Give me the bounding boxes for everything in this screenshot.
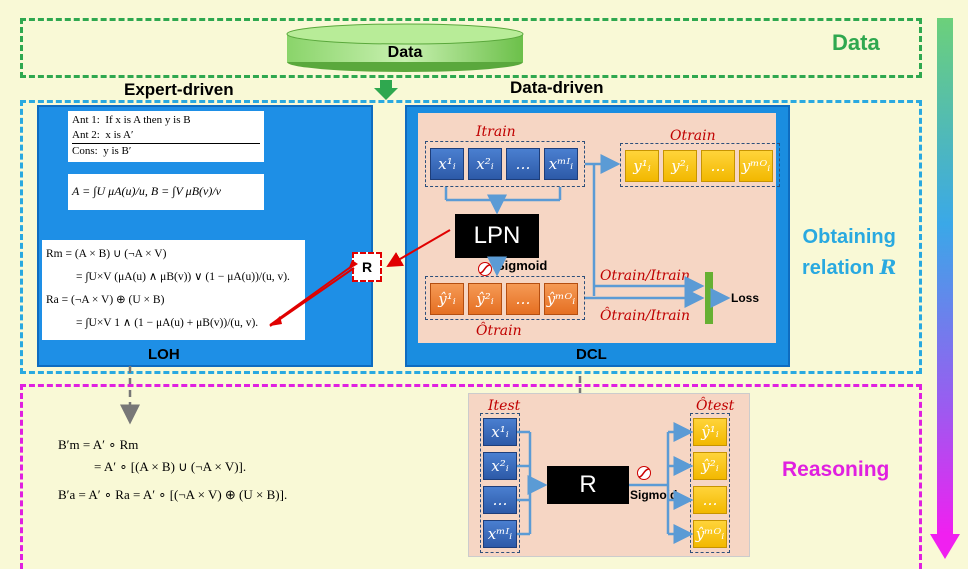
loh-label: LOH <box>148 346 180 363</box>
ohat-test-label: Ôtest <box>696 398 735 414</box>
i-test-label: Itest <box>488 398 521 414</box>
y-output-1: y¹ᵢ <box>625 150 659 182</box>
loss-bar <box>705 272 713 324</box>
yhat-group <box>425 276 585 320</box>
data-section-label: Data <box>832 30 880 55</box>
test-x-1: x¹ᵢ <box>483 418 517 446</box>
rule-ant2-value: x is A′ <box>105 129 134 141</box>
y-output-2: y²ᵢ <box>663 150 697 182</box>
reasoning-bm-expanded: = A′ ∘ [(A × B) ∪ (¬A × V)]. <box>94 459 247 474</box>
test-yhat-2: ŷ²ᵢ <box>693 452 727 480</box>
rule-ant2-key: Ant 2: <box>72 129 100 141</box>
relation-ra: Ra = (¬A × V) ⊕ (U × B) <box>46 294 165 306</box>
rule-ant1: Ant 1: If x is A then y is B <box>72 113 260 128</box>
database-icon: Data <box>285 22 525 74</box>
ohat-train-label: Ôtrain <box>476 323 522 339</box>
dcl-label: DCL <box>576 346 607 363</box>
test-x-group <box>480 413 520 553</box>
reasoning-ba: B′a = A′ ∘ Ra = A′ ∘ [(¬A × V) ⊕ (U × B)… <box>58 487 288 502</box>
ratio-1-label: Otrain/Itrain <box>600 268 691 284</box>
test-x-ellipsis: … <box>483 486 517 514</box>
rule-cons-value: y is B′ <box>103 145 132 157</box>
rule-cons-key: Cons: <box>72 145 98 157</box>
yhat-ellipsis: … <box>506 283 540 315</box>
yhat-1: ŷ¹ᵢ <box>430 283 464 315</box>
x-input-ellipsis: … <box>506 148 540 180</box>
loss-label: Loss <box>731 291 760 305</box>
obtaining-label: Obtaining relation R <box>802 222 896 283</box>
x-input-2: x²ᵢ <box>468 148 502 180</box>
reasoning-formula-box: B′m = A′ ∘ Rm = A′ ∘ [(A × B) ∪ (¬A × V)… <box>52 430 352 512</box>
x-input-m: xᵐᴵᵢ <box>544 148 578 180</box>
test-x-m: xᵐᴵᵢ <box>483 520 517 548</box>
obtaining-line2-var: R <box>879 255 897 279</box>
yhat-m: ŷᵐᴼᵢ <box>544 283 578 315</box>
y-output-m: yᵐᴼᵢ <box>739 150 773 182</box>
y-output-ellipsis: … <box>701 150 735 182</box>
expert-driven-header: Expert-driven <box>124 80 234 99</box>
yhat-2: ŷ²ᵢ <box>468 283 502 315</box>
y-output-group <box>620 143 780 187</box>
gradient-arrow <box>930 18 960 559</box>
test-sigmoid-icon <box>637 466 651 480</box>
i-train-label: Itrain <box>476 124 516 140</box>
membership-formula: A = ∫U μA(u)/u, B = ∫V μB(v)/v <box>68 174 264 210</box>
sigmoid-label: Sigmoid <box>496 258 548 273</box>
r-small-label: R <box>361 259 373 275</box>
database-label: Data <box>387 44 423 61</box>
obtaining-line2: relation R <box>802 252 896 283</box>
relations-formula: Rm = (A × B) ∪ (¬A × V) = ∫U×V (μA(u) ∧ … <box>42 240 305 340</box>
obtaining-line1: Obtaining <box>802 226 896 248</box>
obtaining-section-box <box>20 100 922 374</box>
reasoning-bm: B′m = A′ ∘ Rm <box>58 437 139 452</box>
relation-rm-integral: = ∫U×V (μA(u) ∧ μB(v)) ∨ (1 − μA(u))/(u,… <box>76 271 290 283</box>
test-sigmoid-label: Sigmoid <box>630 488 678 502</box>
reasoning-section-box <box>20 384 922 569</box>
rule-ant1-key: Ant 1: <box>72 114 100 126</box>
relation-ra-integral: = ∫U×V 1 ∧ (1 − μA(u) + μB(v))/(u, v). <box>76 317 259 329</box>
data-section-box <box>20 18 922 78</box>
r-block: R <box>547 466 629 504</box>
rule-box: Ant 1: If x is A then y is B Ant 2: x is… <box>68 111 264 162</box>
ratio-2-label: Ôtrain/Itrain <box>600 308 691 324</box>
lpn-block: LPN <box>455 214 539 258</box>
test-yhat-1: ŷ¹ᵢ <box>693 418 727 446</box>
reasoning-label: Reasoning <box>782 458 890 481</box>
data-driven-header: Data-driven <box>510 78 604 97</box>
rule-ant1-value: If x is A then y is B <box>105 114 191 126</box>
x-input-group <box>425 141 585 187</box>
relation-rm: Rm = (A × B) ∪ (¬A × V) <box>46 248 167 260</box>
test-yhat-m: ŷᵐᴼᵢ <box>693 520 727 548</box>
x-input-1: x¹ᵢ <box>430 148 464 180</box>
obtaining-line2-text: relation <box>802 257 880 279</box>
down-arrow-green <box>374 80 398 100</box>
test-yhat-group <box>690 413 730 553</box>
rule-ant2: Ant 2: x is A′ <box>72 128 260 144</box>
rule-cons: Cons: y is B′ <box>72 144 260 159</box>
o-train-label: Otrain <box>670 128 716 144</box>
test-x-2: x²ᵢ <box>483 452 517 480</box>
test-yhat-ellipsis: … <box>693 486 727 514</box>
